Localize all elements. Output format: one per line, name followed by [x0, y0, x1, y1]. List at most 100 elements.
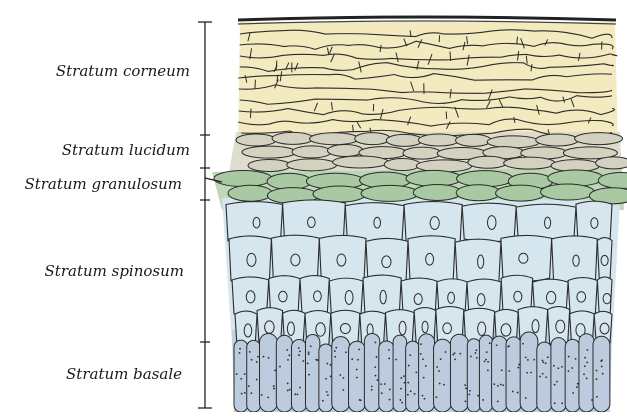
lucidum-cell [456, 134, 492, 146]
spinosum-cell [462, 203, 516, 242]
basale-granule [445, 351, 447, 353]
granulosum-cell [457, 171, 514, 187]
basale-granule [497, 385, 499, 387]
basale-granule [542, 361, 544, 363]
label-stratum-granulosum: Stratum granulosum [24, 175, 182, 193]
basale-granule [561, 366, 563, 368]
basale-granule [425, 365, 427, 367]
basale-granule [403, 375, 405, 377]
basale-granule [371, 389, 373, 391]
basale-granule [487, 361, 489, 363]
basale-cell [593, 336, 610, 412]
granulosum-cells [214, 170, 627, 204]
basale-granule [420, 343, 422, 345]
basale-granule [493, 383, 495, 385]
basale-granule [518, 364, 520, 366]
basale-granule [307, 363, 309, 365]
basale-granule [596, 378, 598, 380]
basale-granule [241, 393, 243, 395]
basale-granule [330, 375, 332, 377]
basale-granule [375, 342, 377, 344]
basale-granule [422, 395, 424, 397]
basale-granule [343, 377, 345, 379]
basale-granule [388, 349, 390, 351]
basale-granule [327, 394, 329, 396]
basale-cell [260, 333, 278, 412]
basale-granule [400, 377, 402, 379]
basale-granule [407, 394, 409, 396]
basale-granule [326, 363, 328, 365]
granulosum-cell [496, 185, 546, 201]
basale-granule [497, 401, 499, 403]
layer-bracket [198, 22, 222, 408]
granulosum-cell [228, 185, 272, 201]
basale-granule [601, 366, 603, 368]
basale-granule [556, 381, 558, 383]
basale-cell [492, 336, 507, 412]
basale-granule [484, 361, 486, 363]
basale-granule [236, 373, 238, 375]
label-stratum-lucidum: Stratum lucidum [62, 141, 190, 159]
basale-granule [533, 359, 535, 361]
basale-granule [310, 345, 312, 347]
basale-granule [482, 399, 484, 401]
basale-granule [339, 374, 341, 376]
basale-granule [342, 389, 344, 391]
basale-granule [583, 373, 585, 375]
basale-granule [525, 356, 527, 358]
basale-granule [384, 383, 386, 385]
basale-granule [410, 390, 412, 392]
basale-granule [297, 394, 299, 396]
basale-granule [596, 396, 598, 398]
basale-granule [596, 370, 598, 372]
basale-granule [554, 402, 556, 404]
basale-granule [409, 354, 411, 356]
basale-granule [408, 365, 410, 367]
basale-granule [508, 345, 510, 347]
basale-granule [299, 350, 301, 352]
basale-granule [468, 394, 470, 396]
basale-cell [506, 337, 521, 412]
basale-granule [294, 393, 296, 395]
basale-granule [273, 385, 275, 387]
corneum-layer [238, 22, 618, 150]
basale-granule [522, 343, 524, 345]
lucidum-cell [310, 133, 359, 145]
basale-granule [577, 383, 579, 385]
basale-granule [414, 393, 416, 395]
basale-granule [525, 397, 527, 399]
lucidum-cell [418, 134, 459, 146]
basale-cell [276, 335, 292, 412]
basale-granule [584, 365, 586, 367]
lucidum-cell [384, 159, 420, 171]
lucidum-cell [355, 133, 391, 145]
basale-granule [512, 391, 514, 393]
basale-granule [476, 349, 478, 351]
basale-granule [496, 344, 498, 346]
basale-granule [584, 357, 586, 359]
basale-granule [424, 398, 426, 400]
basale-granule [288, 354, 290, 356]
basale-granule [268, 357, 270, 359]
basale-granule [487, 369, 489, 371]
spinosum-cell [597, 238, 612, 284]
basale-granule [261, 394, 263, 396]
basale-granule [452, 354, 454, 356]
lucidum-cell [536, 134, 579, 146]
lucidum-cell [596, 157, 627, 169]
basale-granule [545, 362, 547, 364]
basale-granule [571, 367, 573, 369]
basale-granule [334, 350, 336, 352]
basale-cell [247, 340, 261, 412]
basale-granule [330, 364, 332, 366]
basale-granule [317, 359, 319, 361]
granulosum-cell [456, 185, 500, 201]
basale-granule [273, 388, 275, 390]
corneum-cell-edge [250, 109, 251, 119]
lucidum-cell [403, 147, 441, 159]
basale-granule [553, 365, 555, 367]
basale-cell [406, 341, 420, 412]
basale-granule [308, 351, 310, 353]
basale-granule [547, 356, 549, 358]
